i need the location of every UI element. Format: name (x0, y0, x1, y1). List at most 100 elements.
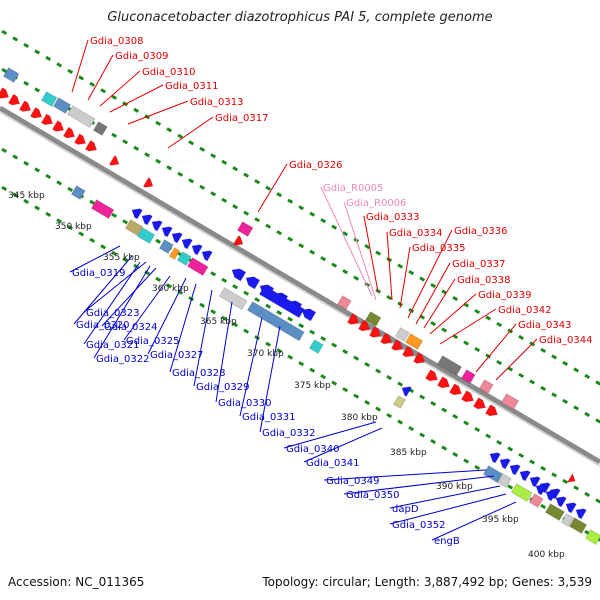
position-label: 385 kbp (390, 448, 427, 458)
gene-feature (246, 301, 305, 342)
gene-label: Gdia_0340 (286, 444, 339, 455)
gene-feature (448, 383, 463, 396)
strand-dot (507, 446, 514, 452)
gene-feature (181, 238, 193, 250)
strand-dot (199, 184, 206, 190)
gene-feature (519, 470, 531, 482)
gene-feature (7, 93, 21, 106)
strand-dot (100, 244, 107, 250)
strand-dot (452, 413, 459, 420)
strand-dot (287, 316, 294, 322)
gene-label: Gdia_0333 (366, 212, 419, 223)
gene-feature (308, 339, 324, 355)
leader-line (399, 246, 411, 309)
strand-dot (188, 140, 195, 146)
strand-dot (276, 230, 283, 236)
strand-dot (331, 342, 338, 348)
leader-line (73, 255, 133, 325)
strand-dot (67, 186, 74, 192)
gene-feature (218, 287, 248, 311)
strand-dot (243, 210, 250, 216)
strand-dot (45, 173, 52, 179)
strand-dot (254, 217, 261, 223)
gene-feature (401, 386, 413, 398)
gene-label: Gdia_0338 (457, 275, 510, 286)
gene-label: Gdia_0332 (262, 428, 315, 439)
strand-dot (221, 197, 228, 203)
strand-dot (287, 198, 294, 204)
accession-text: Accession: NC_011365 (8, 575, 145, 589)
strand-dot (298, 361, 305, 367)
strand-dot (386, 413, 393, 419)
position-label: 365 kbp (200, 317, 237, 327)
strand-dot (485, 433, 492, 439)
strand-dot (573, 405, 580, 411)
strand-dot (595, 380, 600, 386)
gene-feature (51, 120, 65, 132)
strand-dot (419, 276, 426, 282)
strand-dot (342, 231, 349, 237)
gene-feature (346, 313, 360, 325)
leader-line (123, 275, 171, 341)
strand-dot (540, 503, 547, 510)
gene-label: Gdia_0326 (289, 160, 342, 171)
strand-dot (595, 498, 600, 504)
gene-feature (489, 452, 501, 464)
gene-label: Gdia_0322 (96, 354, 149, 365)
strand-dot (529, 459, 536, 465)
gene-feature (92, 121, 108, 137)
strand-dot (584, 373, 591, 379)
map-title: Gluconacetobacter diazotrophicus PAI 5, … (107, 10, 493, 25)
gene-label: Gdia_0350 (346, 490, 399, 501)
strand-dot (67, 224, 74, 230)
strand-dot (551, 472, 558, 478)
strand-dot (397, 263, 404, 269)
gene-feature (84, 139, 98, 152)
strand-dot (518, 334, 525, 341)
strand-dot (221, 277, 228, 283)
gene-label: Gdia_0335 (412, 243, 465, 254)
strand-dot (474, 464, 481, 471)
strand-dot (34, 205, 41, 211)
gene-label: Gdia_0336 (454, 226, 507, 237)
strand-dot (342, 269, 349, 275)
strand-dot (331, 262, 338, 268)
strand-dot (496, 359, 503, 366)
strand-dot (166, 165, 173, 171)
gene-feature (404, 333, 424, 351)
strand-dot (1, 185, 8, 192)
strand-dot (540, 347, 547, 354)
strand-dot (397, 419, 404, 425)
strand-dot (155, 238, 162, 244)
strand-dot (540, 465, 547, 472)
strand-dot (287, 236, 294, 242)
strand-dot (34, 167, 41, 173)
strand-dot (243, 290, 250, 296)
strand-dot (518, 372, 525, 379)
strand-dot (562, 398, 569, 405)
gene-label: Gdia_0339 (478, 290, 531, 301)
strand-dot (23, 42, 30, 48)
leader-line (431, 501, 517, 541)
gene-label: Gdia_0311 (165, 81, 218, 92)
gene-feature (500, 393, 520, 411)
leader-line (429, 293, 477, 335)
position-label: 370 kbp (247, 349, 284, 359)
gene-feature (171, 232, 183, 244)
strand-dot (496, 321, 503, 328)
strand-dot (254, 297, 261, 303)
leader-line (69, 245, 121, 273)
gene-feature (568, 517, 588, 535)
strand-dot (474, 346, 481, 353)
strand-dot (430, 320, 437, 327)
gene-feature (142, 177, 154, 188)
strand-dot (89, 199, 96, 205)
gene-feature (62, 126, 76, 139)
strand-dot (562, 478, 569, 485)
gene-label: Gdia_0337 (452, 259, 505, 270)
strand-dot (463, 458, 470, 464)
leader-line (386, 231, 393, 301)
strand-dot (133, 107, 140, 113)
strand-dot (276, 192, 283, 198)
strand-dot (419, 432, 426, 438)
